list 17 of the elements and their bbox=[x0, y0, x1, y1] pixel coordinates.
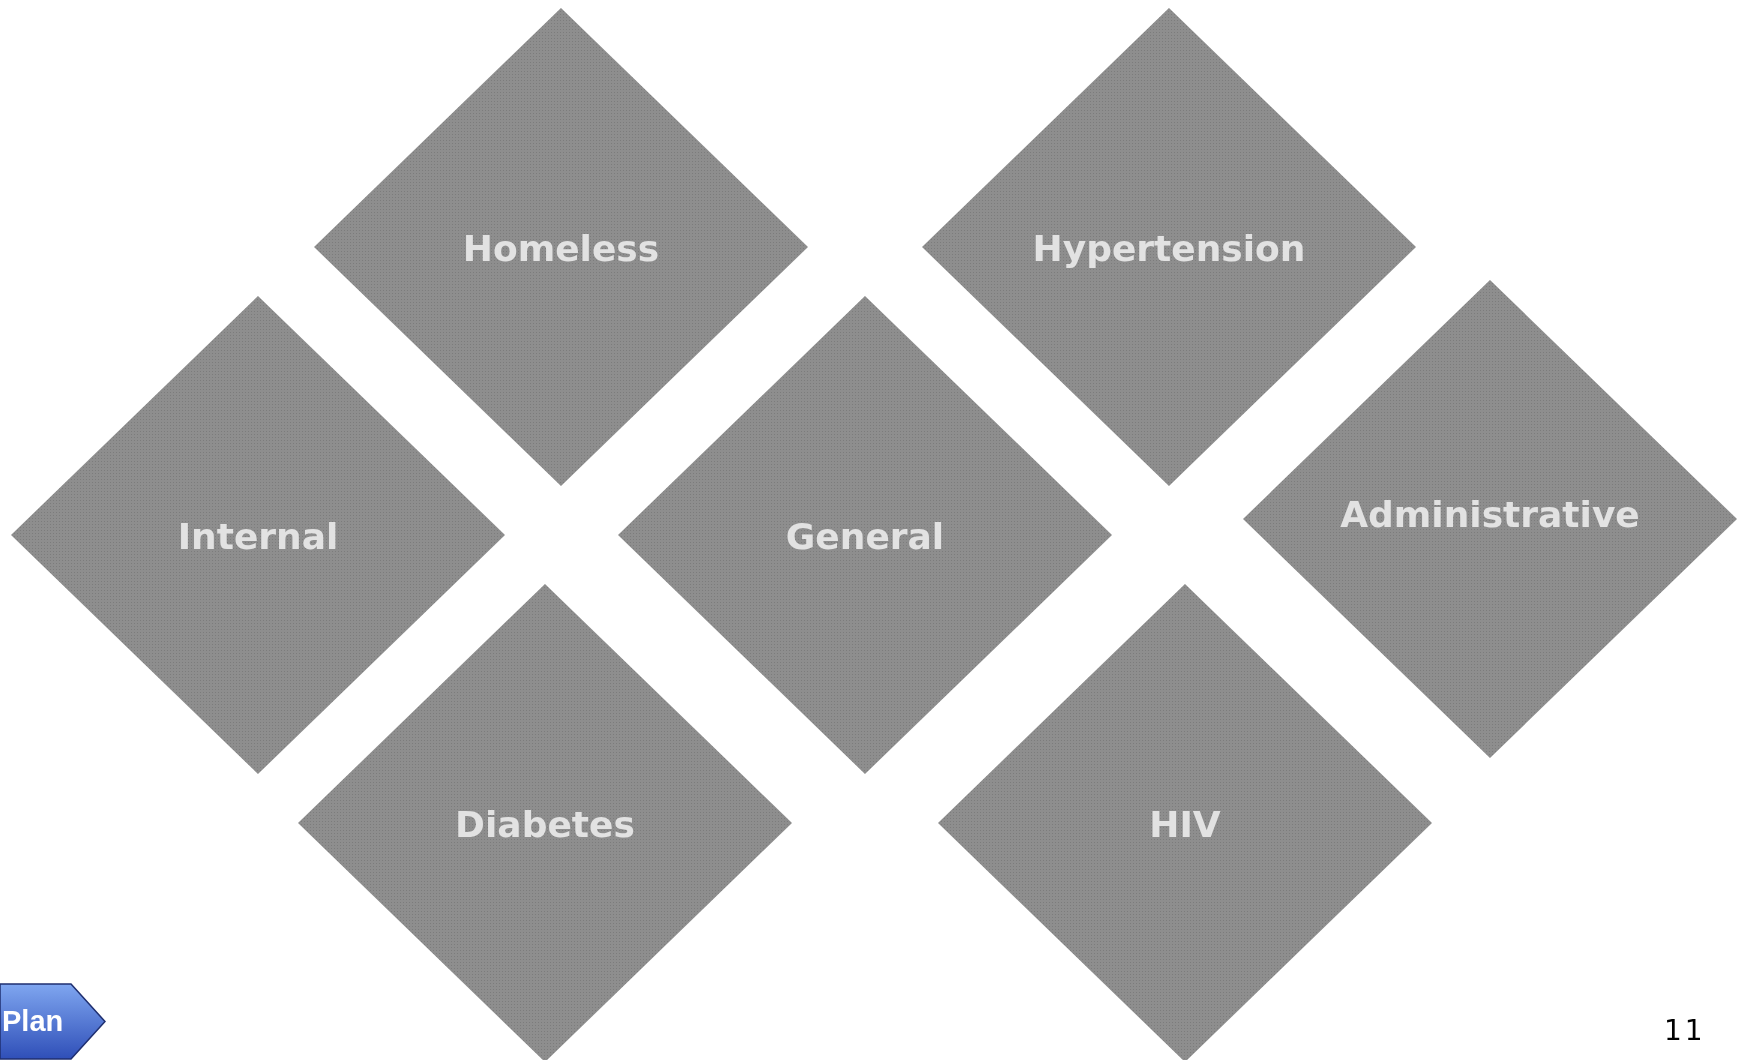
diamond-label: Internal bbox=[176, 516, 340, 557]
diamond-shape bbox=[922, 8, 1416, 486]
diamond-label: Administrative bbox=[1339, 494, 1641, 535]
button-label: Plan bbox=[2, 1005, 64, 1038]
diamond-shape bbox=[11, 296, 505, 774]
diamond-shape bbox=[618, 296, 1112, 774]
diamond-label: HIV bbox=[1148, 804, 1222, 845]
diamond-shape bbox=[1243, 280, 1737, 758]
diamond-label: Hypertension bbox=[1031, 228, 1307, 269]
diamond-label: General bbox=[784, 516, 946, 557]
chevron-button bbox=[0, 983, 106, 1060]
diamond-shape bbox=[938, 584, 1432, 1060]
diamond-shape bbox=[314, 8, 808, 486]
diamond-label: Diabetes bbox=[454, 804, 636, 845]
diamond-shape bbox=[298, 584, 792, 1060]
diamond-label: Homeless bbox=[461, 228, 661, 269]
page-number: 11 bbox=[1664, 1014, 1706, 1047]
